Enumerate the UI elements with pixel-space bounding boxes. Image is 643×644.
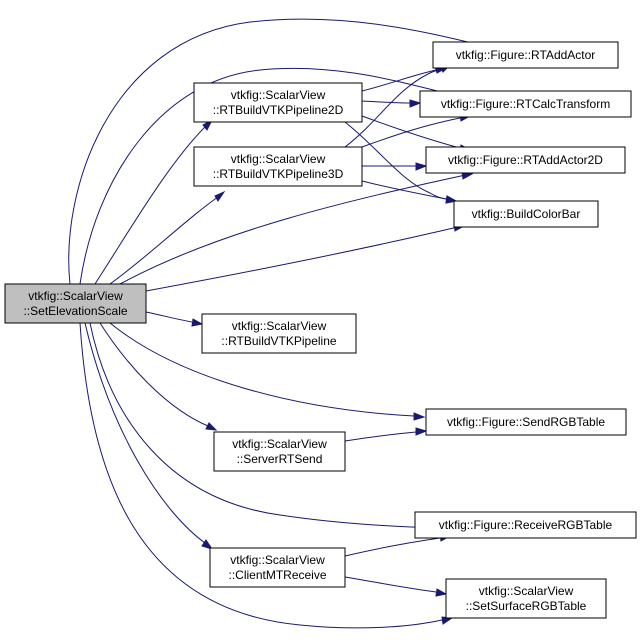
svg-text:vtkfig::ScalarView: vtkfig::ScalarView [232, 437, 327, 451]
edge-3d-to-rt-add-actor-2d [362, 162, 428, 171]
node-rt-build-vtk-pipeline-2d[interactable]: vtkfig::ScalarView ::RTBuildVTKPipeline2… [193, 82, 363, 123]
svg-text:vtkfig::Figure::SendRGBTable: vtkfig::Figure::SendRGBTable [447, 415, 605, 429]
svg-text:::ClientMTReceive: ::ClientMTReceive [228, 568, 326, 582]
node-set-elevation-scale[interactable]: vtkfig::ScalarView ::SetElevationScale [4, 283, 147, 324]
edge-2d-to-rt-add-actor [361, 65, 448, 92]
edge-root-to-rt-add-actor-2d [119, 171, 474, 285]
edge-root-to-rt-build-3d [109, 190, 226, 285]
svg-text:vtkfig::ScalarView: vtkfig::ScalarView [231, 152, 326, 166]
svg-text:vtkfig::Figure::ReceiveRGBTabl: vtkfig::Figure::ReceiveRGBTable [439, 518, 613, 532]
node-rt-add-actor[interactable]: vtkfig::Figure::RTAddActor [432, 41, 619, 69]
svg-text:::RTBuildVTKPipeline: ::RTBuildVTKPipeline [221, 334, 336, 348]
node-rt-add-actor-2d[interactable]: vtkfig::Figure::RTAddActor2D [425, 146, 626, 174]
svg-text:vtkfig::ScalarView: vtkfig::ScalarView [232, 319, 327, 333]
svg-text:vtkfig::ScalarView: vtkfig::ScalarView [479, 584, 574, 598]
node-receive-rgb-table[interactable]: vtkfig::Figure::ReceiveRGBTable [414, 511, 637, 539]
edge-3d-to-rt-calc-transform [361, 113, 472, 148]
svg-text:vtkfig::Figure::RTAddActor: vtkfig::Figure::RTAddActor [456, 48, 596, 62]
svg-text:vtkfig::Figure::RTCalcTransfor: vtkfig::Figure::RTCalcTransform [441, 97, 610, 111]
svg-text:vtkfig::ScalarView: vtkfig::ScalarView [28, 289, 123, 303]
edge-root-to-server-rt-send [99, 322, 218, 431]
edge-root-to-client-mt-receive [84, 322, 214, 550]
node-rt-build-vtk-pipeline[interactable]: vtkfig::ScalarView ::RTBuildVTKPipeline [201, 313, 357, 354]
node-rt-build-vtk-pipeline-3d[interactable]: vtkfig::ScalarView ::RTBuildVTKPipeline3… [193, 146, 363, 187]
svg-text:::RTBuildVTKPipeline3D: ::RTBuildVTKPipeline3D [213, 167, 344, 181]
svg-text:vtkfig::ScalarView: vtkfig::ScalarView [231, 88, 326, 102]
node-set-surface-rgb-table[interactable]: vtkfig::ScalarView ::SetSurfaceRGBTable [445, 578, 607, 619]
edge-root-to-rt-build-2d [94, 118, 214, 285]
node-send-rgb-table[interactable]: vtkfig::Figure::SendRGBTable [425, 408, 627, 436]
svg-text:::ServerRTSend: ::ServerRTSend [237, 452, 323, 466]
edge-3d-to-build-color-bar [361, 180, 458, 204]
node-server-rt-send[interactable]: vtkfig::ScalarView ::ServerRTSend [213, 431, 346, 472]
svg-text:::SetSurfaceRGBTable: ::SetSurfaceRGBTable [466, 599, 587, 613]
edge-root-to-receive-rgb-table [89, 322, 454, 533]
edge-2d-to-rt-calc-transform [361, 99, 422, 108]
node-rt-calc-transform[interactable]: vtkfig::Figure::RTCalcTransform [419, 90, 632, 118]
svg-text:vtkfig::BuildColorBar: vtkfig::BuildColorBar [472, 207, 581, 221]
svg-text:vtkfig::Figure::RTAddActor2D: vtkfig::Figure::RTAddActor2D [448, 153, 603, 167]
node-build-color-bar[interactable]: vtkfig::BuildColorBar [453, 200, 599, 228]
edge-root-to-send-rgb-table [109, 322, 426, 421]
edge-root-to-rt-build [145, 311, 204, 327]
edge-client-mt-receive-to-set-surface-rgb-table [344, 576, 448, 597]
edge-server-rt-send-to-send-rgb-table [344, 427, 428, 442]
svg-text:vtkfig::ScalarView: vtkfig::ScalarView [230, 553, 325, 567]
node-client-mt-receive[interactable]: vtkfig::ScalarView ::ClientMTReceive [209, 547, 346, 588]
svg-text:::RTBuildVTKPipeline2D: ::RTBuildVTKPipeline2D [213, 103, 344, 117]
edge-root-to-build-color-bar [145, 223, 466, 292]
svg-text:::SetElevationScale: ::SetElevationScale [23, 304, 127, 318]
